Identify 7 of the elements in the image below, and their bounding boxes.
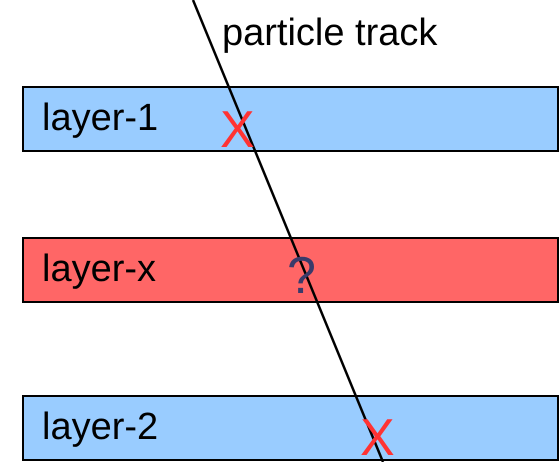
detector-layer-band [22,237,559,303]
layer-label: layer-2 [42,405,158,449]
detector-layer-band [22,86,559,152]
layer-label: layer-x [42,247,156,291]
layer-label: layer-1 [42,96,158,140]
track-label: particle track [222,14,438,52]
detector-layer-band [22,395,559,461]
